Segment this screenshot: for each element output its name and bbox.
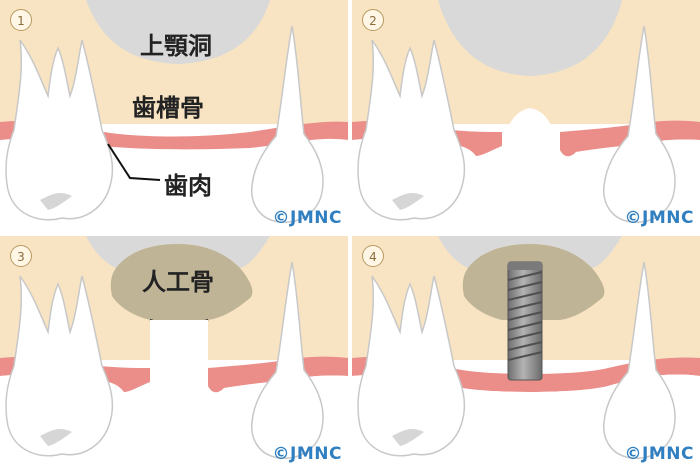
- panel-2-illustration: [352, 0, 700, 232]
- panel-step-1: 1 上顎洞 歯槽骨 歯肉 ©JMNC: [0, 0, 348, 232]
- maxillary-sinus: [86, 236, 270, 268]
- left-molar: [5, 275, 114, 457]
- panel-step-2: 2 ©JMNC: [352, 0, 700, 232]
- maxillary-sinus: [86, 0, 270, 64]
- copyright-mark: ©JMNC: [272, 208, 342, 228]
- step-badge: 2: [362, 9, 384, 31]
- panel-1-illustration: [0, 0, 348, 232]
- copyright-mark: ©JMNC: [624, 444, 694, 464]
- left-molar: [357, 275, 466, 457]
- step-badge: 1: [10, 9, 32, 31]
- left-molar: [5, 39, 114, 221]
- extraction-socket: [150, 320, 208, 400]
- copyright-mark: ©JMNC: [272, 444, 342, 464]
- maxillary-sinus: [438, 236, 622, 268]
- graft-label: 人工骨: [142, 268, 214, 296]
- extraction-socket: [502, 108, 558, 160]
- panel-4-illustration: [352, 236, 700, 468]
- right-tooth: [251, 261, 324, 459]
- left-molar: [357, 39, 466, 221]
- right-tooth: [251, 25, 324, 223]
- bone-label: 歯槽骨: [132, 94, 204, 122]
- step-badge: 4: [362, 245, 384, 267]
- copyright-mark: ©JMNC: [624, 208, 694, 228]
- bone-graft: [110, 244, 253, 320]
- right-tooth: [603, 261, 676, 459]
- sinus-label: 上顎洞: [140, 32, 212, 60]
- panel-step-3: 3 人工骨 ©JMNC: [0, 236, 348, 468]
- gum-leader-line: [107, 143, 161, 181]
- step-badge: 3: [10, 245, 32, 267]
- panel-step-4: 4 ©JMNC: [352, 236, 700, 468]
- panel-3-illustration: [0, 236, 348, 468]
- implant-fixture: [507, 261, 543, 381]
- right-tooth: [603, 25, 676, 223]
- maxillary-sinus: [438, 0, 622, 76]
- gum-label: 歯肉: [164, 172, 212, 200]
